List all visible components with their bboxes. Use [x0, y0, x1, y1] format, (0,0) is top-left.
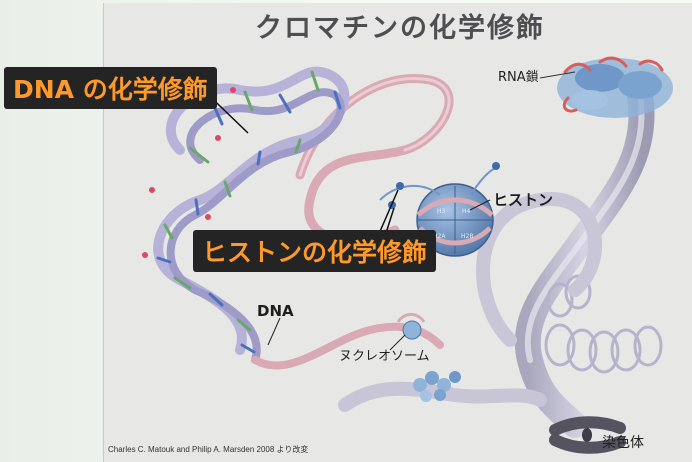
nucleosome-label: ヌクレオソーム	[339, 345, 430, 364]
fiber-coils	[546, 276, 661, 372]
histone-subunit-h2b: H2B	[461, 233, 473, 240]
dna-double-helix	[142, 72, 344, 360]
rna-chain-label: RNA鎖	[498, 66, 539, 85]
histone-subunit-h4: H4	[462, 208, 471, 215]
dna-modification-label: DNA の化学修飾	[4, 67, 217, 109]
dna-label: DNA	[257, 302, 294, 320]
histone-label: ヒストン	[493, 189, 553, 210]
chromosome-label: 染色体	[602, 432, 644, 452]
dna-strand-a	[158, 72, 344, 350]
diagram-title: クロマチンの化学修飾	[220, 6, 580, 45]
histone-subunit-h3: H3	[437, 208, 446, 215]
dna-label-pointer	[268, 318, 280, 345]
histone-modification-label: ヒストンの化学修飾	[193, 230, 436, 272]
chromatin-fiber	[528, 95, 642, 425]
rna-cluster	[557, 58, 673, 118]
source-credit: Charles C. Matouk and Philip A. Marsden …	[108, 444, 308, 455]
